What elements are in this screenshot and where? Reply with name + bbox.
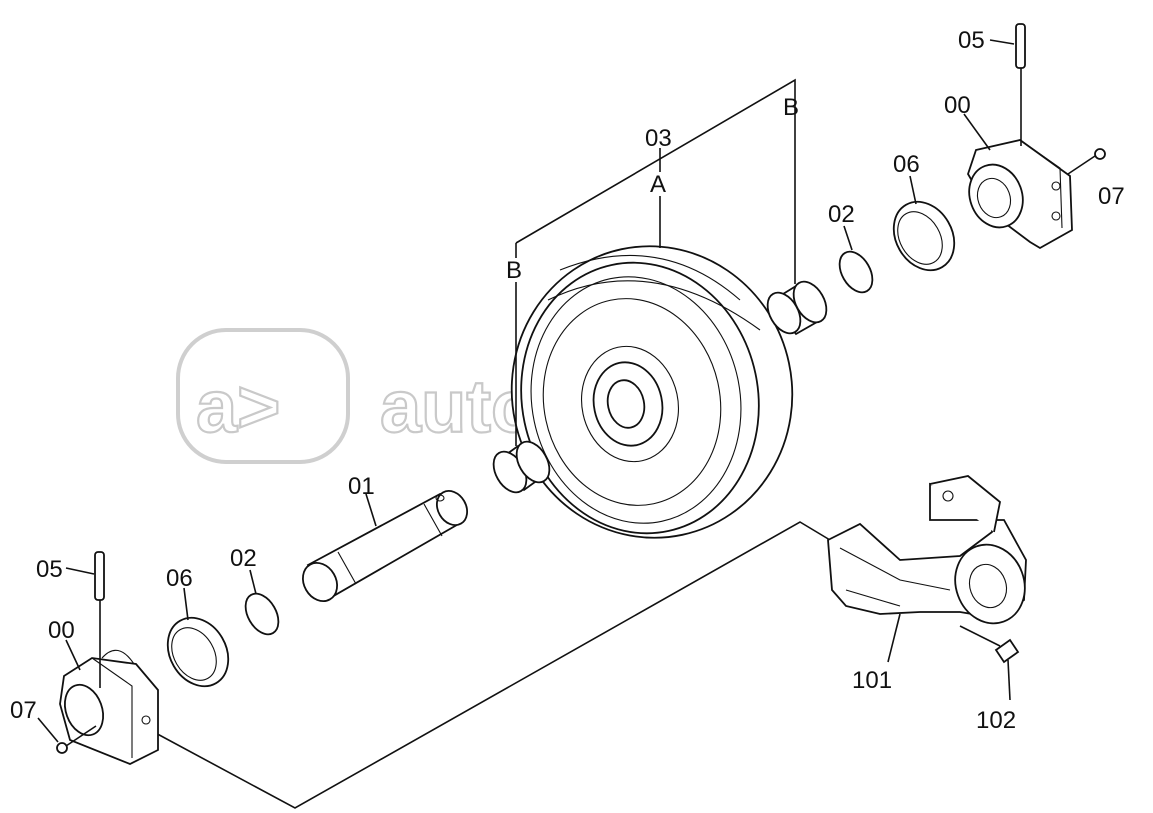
idler-yoke	[827, 475, 1027, 625]
label-part-06-top: 06	[893, 151, 920, 178]
label-part-02-bottom: 02	[230, 545, 257, 572]
plug-top	[1067, 148, 1106, 175]
label-part-00-bottom: 00	[48, 617, 75, 644]
label-part-07-top: 07	[1098, 183, 1125, 210]
bearing-block-top	[967, 139, 1073, 250]
bearing-block-bottom	[59, 649, 159, 765]
label-mark-b-left: B	[506, 257, 522, 284]
plug-bottom	[56, 725, 97, 754]
bushing-left	[492, 440, 551, 494]
o-ring-top	[838, 250, 874, 294]
label-part-102: 102	[976, 707, 1016, 734]
part-labels: 05 00 06 07 02 B 03 A B 01 05 06 02 00 0…	[10, 27, 1125, 734]
idler-wheel	[510, 245, 794, 539]
label-part-101: 101	[852, 667, 892, 694]
label-part-03: 03	[645, 125, 672, 152]
label-part-01: 01	[348, 473, 375, 500]
assembly-bracket-bottom	[149, 521, 831, 809]
label-part-05-top: 05	[958, 27, 985, 54]
label-mark-a: A	[650, 171, 666, 198]
shaft	[302, 490, 468, 602]
label-part-05-bottom: 05	[36, 556, 63, 583]
label-part-07-bottom: 07	[10, 697, 37, 724]
assembly-bracket-top	[515, 78, 796, 258]
pin-top	[1015, 23, 1026, 146]
bolt	[959, 625, 1020, 701]
bushing-right	[766, 280, 828, 336]
floating-seal-bottom	[166, 616, 230, 688]
leader-lines	[37, 39, 1015, 743]
floating-seal-top	[892, 200, 956, 272]
label-part-06-bottom: 06	[166, 565, 193, 592]
label-part-02-top: 02	[828, 201, 855, 228]
label-part-00-top: 00	[944, 92, 971, 119]
label-mark-b-top: B	[783, 94, 799, 121]
watermark-logo-icon: a>	[196, 365, 280, 448]
watermark-logo-box	[176, 328, 350, 464]
o-ring-bottom	[244, 592, 280, 636]
pin-bottom	[94, 551, 105, 688]
